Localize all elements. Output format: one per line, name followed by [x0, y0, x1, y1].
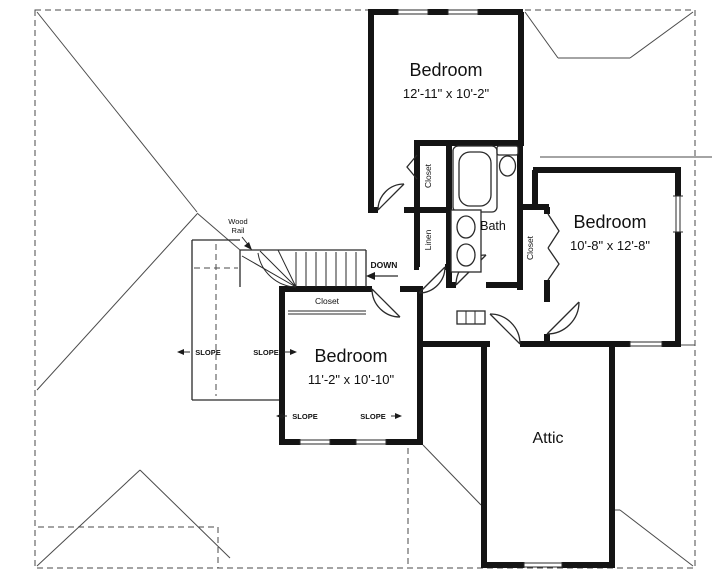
room-label-bath: Bath — [480, 219, 506, 233]
down-label: DOWN — [371, 260, 398, 270]
wood-rail-leader-arrow — [241, 236, 252, 250]
slope-arrow-4 — [391, 413, 402, 419]
text-labels: Bedroom 12'-11" x 10'-2" Bedroom 10'-8" … — [195, 60, 650, 447]
window-bedroom-left-2 — [355, 439, 387, 445]
closet-label-bedroom-top: Closet — [423, 163, 433, 188]
slope-label-1: SLOPE — [195, 348, 220, 357]
window-bedroom-top-1 — [397, 9, 429, 15]
closet-label-bedroom-left: Closet — [315, 296, 340, 306]
door-attic — [489, 313, 521, 345]
door-bedroom-right — [546, 301, 580, 335]
staircase — [239, 249, 367, 288]
slope-label-4: SLOPE — [360, 412, 385, 421]
room-label-attic: Attic — [532, 430, 563, 447]
annotation-arrows — [177, 236, 402, 419]
window-bedroom-top-2 — [447, 9, 479, 15]
toilet-icon — [496, 145, 519, 177]
closet-slider-bedroom-left — [288, 310, 366, 315]
attic-storage-area — [191, 239, 282, 401]
bathtub-icon — [452, 145, 498, 213]
room-label-bedroom-right: Bedroom — [573, 212, 646, 232]
slope-label-2: SLOPE — [253, 348, 278, 357]
room-label-bedroom-left: Bedroom — [314, 346, 387, 366]
window-bedroom-left-1 — [299, 439, 331, 445]
room-dims-bedroom-top: 12'-11" x 10'-2" — [403, 86, 490, 101]
window-attic — [523, 562, 563, 568]
window-bedroom-right-bottom — [629, 341, 663, 347]
slope-label-3: SLOPE — [292, 412, 317, 421]
closet-bifold-bedroom-right — [547, 213, 560, 281]
sink-vanity-icon — [450, 209, 482, 273]
slope-arrow-1 — [177, 349, 190, 355]
slope-arrow-3 — [276, 413, 287, 419]
doors — [288, 154, 580, 345]
room-dims-bedroom-left: 11'-2" x 10'-10" — [308, 372, 395, 387]
bath-fixtures — [450, 145, 519, 273]
window-bedroom-right-side — [673, 195, 683, 233]
linen-label: Linen — [423, 229, 433, 250]
room-label-bedroom-top: Bedroom — [409, 60, 482, 80]
wood-rail-label-line2: Rail — [232, 226, 245, 235]
windows — [299, 9, 683, 568]
closet-label-bedroom-right: Closet — [525, 235, 535, 260]
room-dims-bedroom-right: 10'-8" x 12'-8" — [570, 238, 650, 253]
door-bedroom-top — [377, 183, 405, 211]
exterior-walls — [279, 9, 681, 568]
wood-rail-label-line1: Wood — [228, 217, 247, 226]
closet-bifold-bedroom-top — [406, 154, 418, 180]
door-bedroom-left — [371, 288, 401, 318]
slope-arrow-2 — [284, 349, 297, 355]
floor-vent — [456, 310, 486, 325]
door-linen — [418, 266, 446, 294]
down-arrow — [366, 272, 398, 280]
